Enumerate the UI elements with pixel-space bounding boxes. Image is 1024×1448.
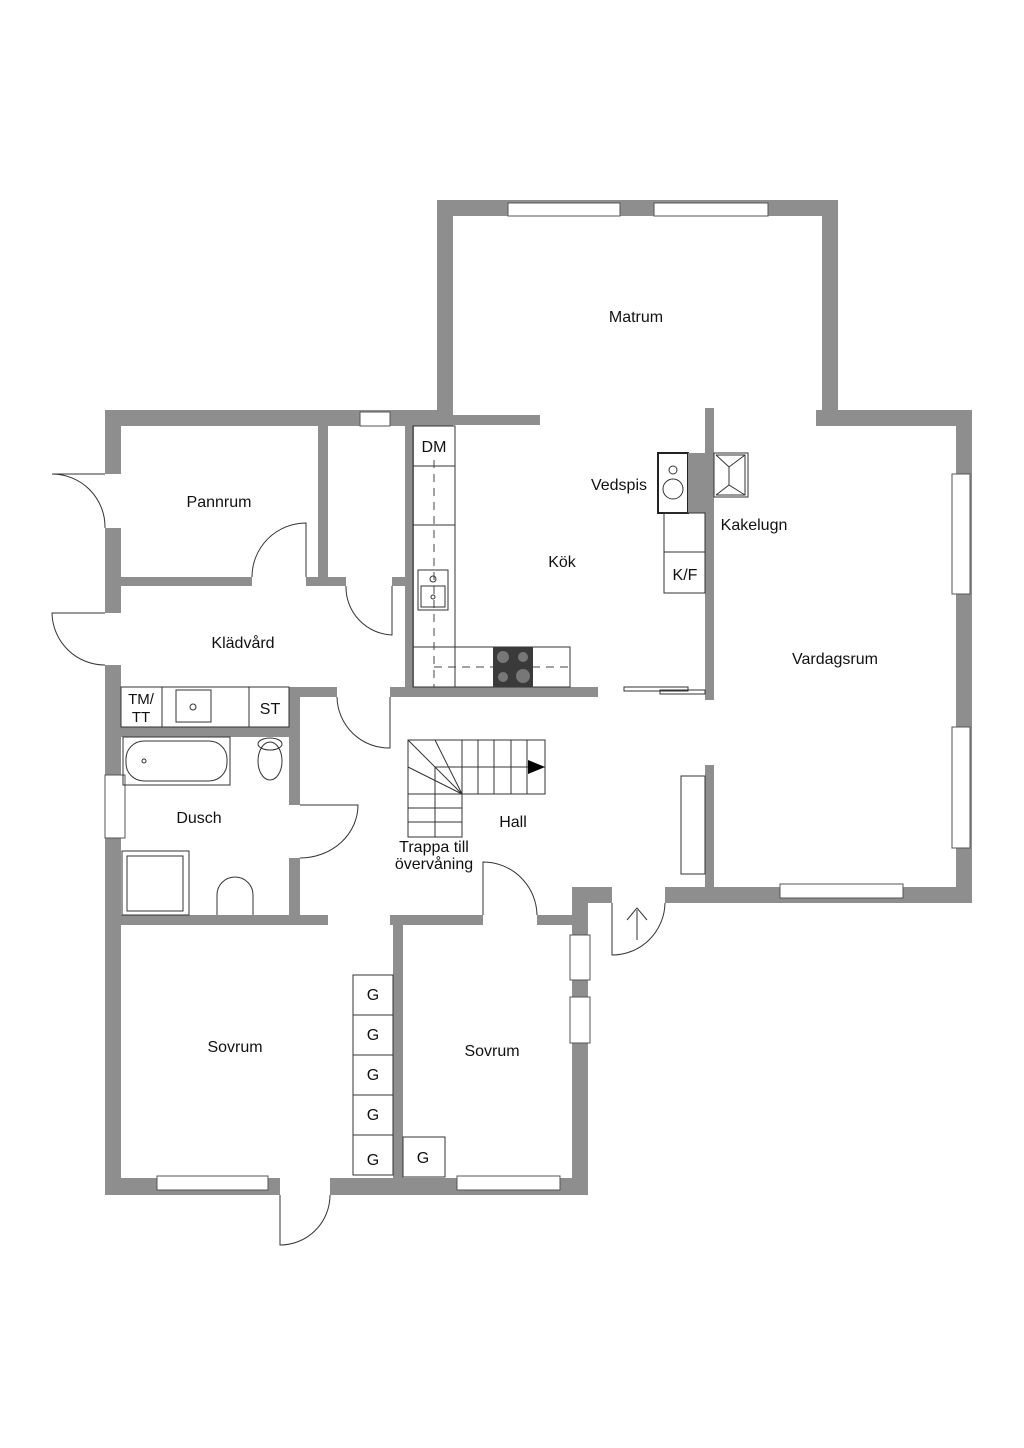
staircase[interactable]: [407, 739, 546, 838]
wardrobe-label: G: [367, 987, 379, 1004]
bathroom-fixtures: [121, 736, 283, 916]
room-vardagsrum: Vardagsrum: [792, 651, 878, 668]
doors[interactable]: [51, 473, 706, 1246]
room-kok: Kök: [548, 554, 577, 571]
room-sovrum-right: Sovrum: [464, 1043, 519, 1060]
wardrobe-label: G: [417, 1150, 429, 1167]
windows: [104, 202, 971, 1191]
room-pannrum: Pannrum: [187, 494, 252, 511]
room-hall: Hall: [499, 814, 527, 831]
label-stairs-2: övervåning: [395, 855, 473, 873]
room-sovrum-left: Sovrum: [207, 1039, 262, 1056]
fridge-freezer-label: K/F: [673, 567, 698, 584]
washer-dryer-label-2: TT: [132, 709, 150, 726]
room-kladvard: Klädvård: [211, 634, 274, 652]
wardrobes: G G G G G G: [352, 974, 446, 1178]
room-labels: Matrum Kök Vedspis Kakelugn Vardagsrum P…: [176, 309, 878, 1060]
laundry-counter: TM/ TT ST: [120, 686, 290, 728]
wardrobe-label: G: [367, 1027, 379, 1044]
storage-label: ST: [260, 701, 281, 718]
wardrobe-label: G: [367, 1107, 379, 1124]
label-kakelugn: Kakelugn: [721, 517, 788, 534]
walls: [105, 200, 972, 1195]
room-dusch: Dusch: [176, 810, 221, 827]
wardrobe-label: G: [367, 1152, 379, 1169]
label-vedspis: Vedspis: [591, 477, 647, 494]
dishwasher-label: DM: [422, 439, 447, 456]
room-matrum: Matrum: [609, 309, 663, 326]
label-stairs-1: Trappa till: [399, 839, 469, 856]
sink: [417, 569, 449, 611]
washer-dryer-label: TM/: [128, 691, 155, 708]
vedspis-and-kakelugn: K/F: [657, 452, 749, 875]
kitchen-counter: DM: [412, 425, 571, 688]
wardrobe-label: G: [367, 1067, 379, 1084]
